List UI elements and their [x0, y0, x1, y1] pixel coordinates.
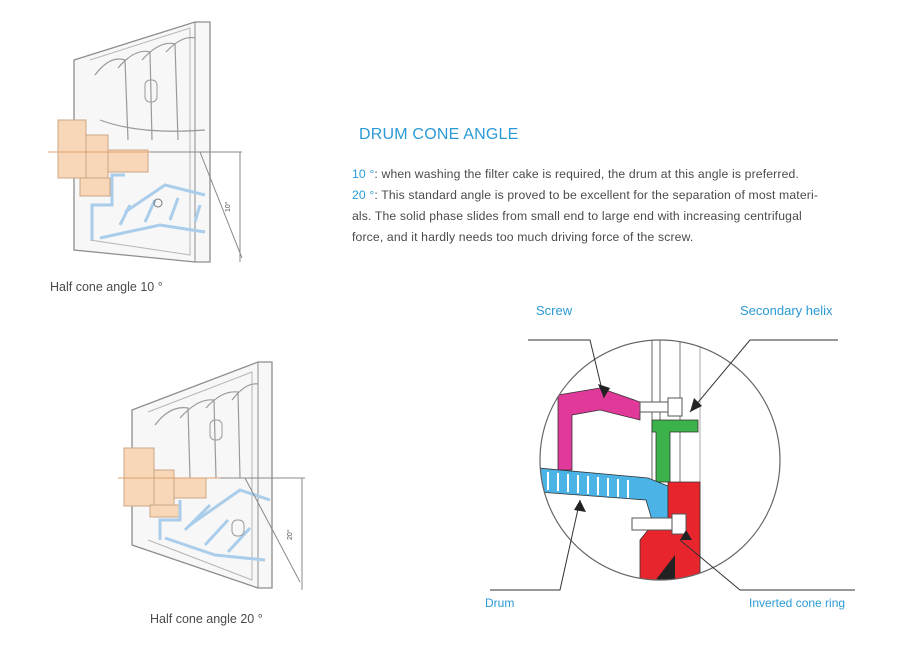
desc-line-1-text: : when washing the filter cake is requir… — [374, 167, 799, 181]
desc-line-1: 10 °: when washing the filter cake is re… — [352, 164, 872, 185]
angle-mark-10: 10° — [224, 201, 232, 212]
label-drum: Drum — [485, 596, 515, 610]
label-screw: Screw — [536, 303, 573, 318]
page-title: DRUM CONE ANGLE — [359, 126, 519, 143]
desc-line-2: 20 °: This standard angle is proved to b… — [352, 185, 872, 206]
secondary-helix-part — [651, 419, 699, 483]
angle-20-highlight: 20 ° — [352, 188, 375, 202]
caption-20deg: Half cone angle 20 ° — [150, 612, 263, 626]
caption-10deg: Half cone angle 10 ° — [50, 280, 163, 294]
screw-part — [557, 387, 641, 471]
label-secondary-helix: Secondary helix — [740, 303, 833, 318]
angle-10-highlight: 10 ° — [352, 167, 375, 181]
label-inverted-cone-ring: Inverted cone ring — [749, 596, 846, 610]
drum-part — [540, 467, 669, 521]
desc-line-3: als. The solid phase slides from small e… — [352, 209, 802, 223]
desc-line-4: force, and it hardly needs too much driv… — [352, 230, 694, 244]
description: 10 °: when washing the filter cake is re… — [352, 164, 872, 248]
desc-line-2-text: : This standard angle is proved to be ex… — [374, 188, 819, 202]
angle-mark-20: 20° — [286, 529, 294, 540]
